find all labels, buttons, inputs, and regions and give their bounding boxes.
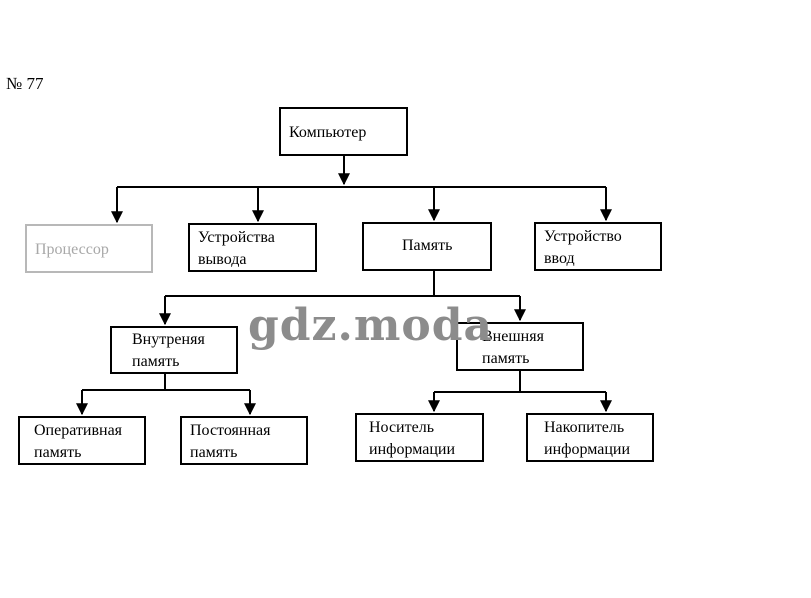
exercise-label: № 77 bbox=[6, 74, 44, 93]
node-storage-media: Носитель информации bbox=[355, 413, 484, 462]
node-computer: Компьютер bbox=[279, 107, 408, 156]
node-rom: Постоянная память bbox=[180, 416, 308, 465]
node-external-memory: Внешняя память bbox=[456, 322, 584, 371]
node-internal-memory: Внутреняя память bbox=[110, 326, 238, 374]
node-memory: Память bbox=[362, 222, 492, 271]
node-storage-drive: Накопитель информации bbox=[526, 413, 654, 462]
node-output-devices: Устройства вывода bbox=[188, 223, 317, 272]
watermark: gdz.moda bbox=[248, 300, 494, 351]
node-ram: Оперативная память bbox=[18, 416, 146, 465]
node-processor: Процессор bbox=[25, 224, 153, 273]
node-input-devices: Устройство ввод bbox=[534, 222, 662, 271]
